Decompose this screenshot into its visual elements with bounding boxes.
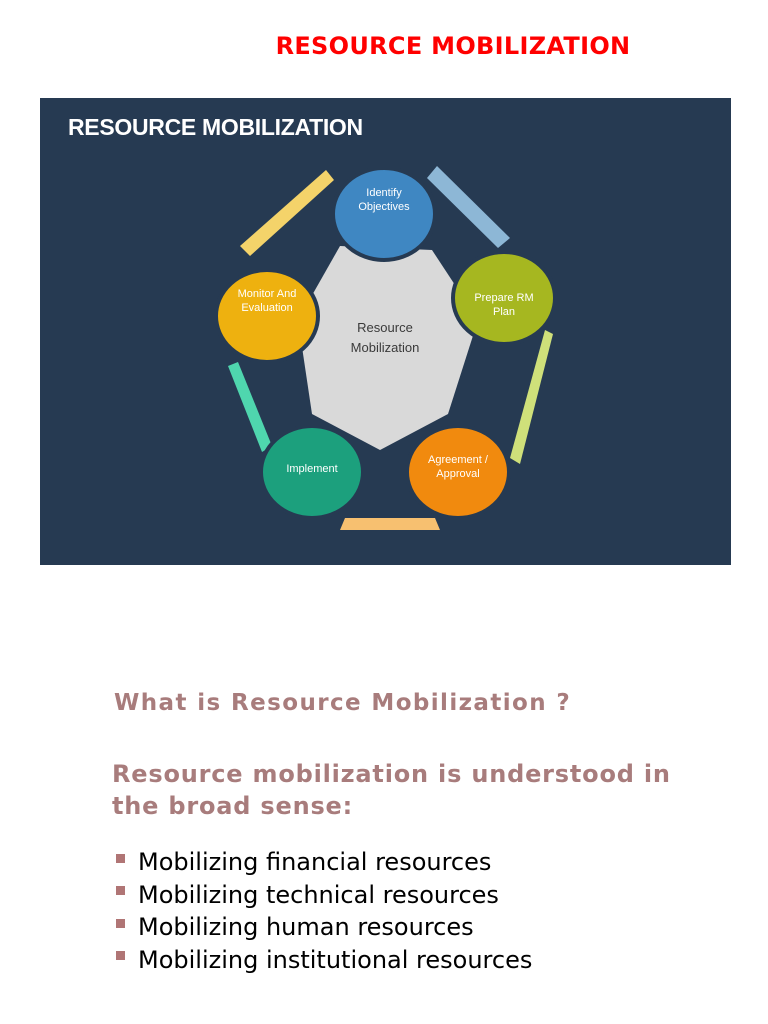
square-bullet-icon (116, 918, 125, 928)
node-label-implement: Implement (262, 462, 362, 476)
node-label-identify-line-2: Objectives (358, 201, 410, 213)
center-shape (298, 246, 478, 450)
bullet-text: Mobilizing financial resources (138, 848, 492, 876)
bullet-item: Mobilizing institutional resources (116, 944, 532, 977)
node-label-monitor-line-1: Monitor And (237, 288, 297, 300)
center-label: Resource Mobilization (325, 318, 445, 358)
node-label-monitor-line-2: Evaluation (241, 302, 293, 314)
center-label-line-1: Resource (357, 320, 413, 335)
bullet-item: Mobilizing financial resources (116, 846, 532, 879)
node-label-agreement-line-2: Approval (436, 468, 480, 480)
node-label-identify: Identify Objectives (334, 186, 434, 214)
connector-identify-prepare (427, 166, 510, 248)
node-label-agreement: Agreement / Approval (408, 453, 508, 481)
bullet-text: Mobilizing human resources (138, 913, 474, 941)
section-question: What is Resource Mobilization ? (114, 690, 572, 716)
definition-text: Resource mobilization is understood in t… (112, 760, 671, 820)
bullet-text: Mobilizing technical resources (138, 880, 499, 909)
bullet-item: Mobilizing human resources (116, 911, 532, 944)
node-agreement-approval (405, 424, 511, 520)
node-monitor-evaluation (214, 268, 320, 364)
node-label-prepare-line-1: Prepare RM (474, 292, 534, 304)
connector-prepare-agreement (510, 330, 553, 464)
bullet-item: Mobilizing technical resources (116, 879, 532, 912)
center-label-line-2: Mobilization (350, 340, 420, 355)
node-prepare-rm-plan (451, 250, 557, 346)
node-label-monitor: Monitor And Evaluation (217, 287, 317, 315)
node-identify-objectives (331, 166, 437, 262)
connector-agreement-implement (340, 518, 440, 530)
bullet-list: Mobilizing financial resources Mobilizin… (116, 846, 532, 976)
node-implement (259, 424, 365, 520)
page-title: RESOURCE MOBILIZATION (275, 32, 631, 60)
resource-mobilization-diagram: RESOURCE MOBILIZATION Resource Mobilizat… (40, 98, 731, 565)
bullet-text: Mobilizing institutional resources (138, 945, 533, 974)
node-label-agreement-line-1: Agreement / (428, 454, 488, 466)
node-label-identify-line-1: Identify (366, 187, 402, 199)
node-label-prepare: Prepare RM Plan (454, 291, 554, 319)
connector-monitor-identify (240, 170, 334, 256)
slide-heading: RESOURCE MOBILIZATION (68, 114, 363, 140)
square-bullet-icon (116, 951, 125, 961)
square-bullet-icon (116, 853, 125, 863)
node-label-prepare-line-2: Plan (492, 306, 516, 318)
square-bullet-icon (116, 886, 125, 896)
connector-implement-monitor (228, 362, 272, 452)
node-label-implement-line-1: Implement (286, 463, 338, 475)
cycle-diagram-graphic (214, 166, 557, 530)
